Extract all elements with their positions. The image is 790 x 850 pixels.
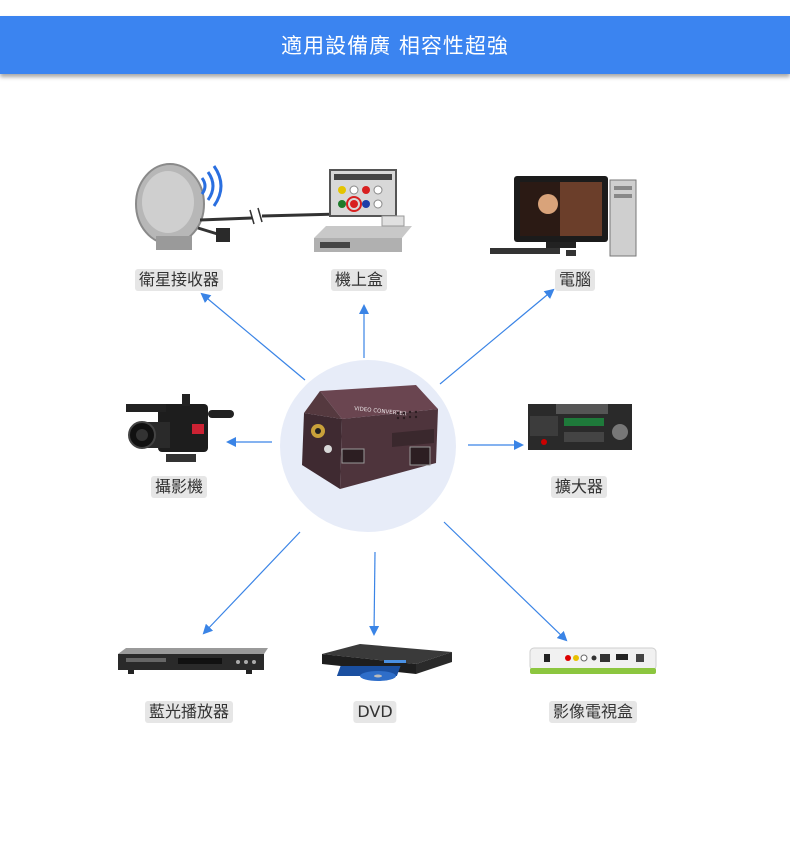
- converter-print: VIDEO CONVERTER: [354, 406, 407, 418]
- bluray-player-icon: [118, 648, 268, 674]
- tv-box-icon: [529, 647, 657, 674]
- camcorder-icon: [126, 394, 234, 462]
- label-bluray: 藍光播放器: [144, 701, 234, 723]
- amplifier-icon: [528, 404, 632, 450]
- label-dvd: DVD: [353, 701, 397, 723]
- video-converter-icon: VIDEO CONVERTER: [302, 385, 438, 489]
- banner-title: 適用設備廣 相容性超強: [281, 34, 509, 58]
- arrow-to-dvd: [369, 551, 380, 636]
- arrow-to-bluray: [202, 531, 301, 635]
- label-amplifier: 擴大器: [550, 476, 608, 498]
- label-computer: 電腦: [554, 269, 596, 291]
- arrow-to-tvbox: [443, 521, 568, 642]
- label-satellite: 衛星接收器: [134, 269, 224, 291]
- arrow-to-satellite: [200, 292, 306, 381]
- label-settop: 機上盒: [330, 269, 388, 291]
- satellite-dish-icon: [135, 163, 230, 250]
- label-camcorder: 攝影機: [150, 476, 208, 498]
- label-tvbox: 影像電視盒: [548, 701, 638, 723]
- arrow-to-computer: [439, 288, 555, 385]
- cable-icon: [200, 207, 340, 225]
- desktop-computer-icon: [490, 176, 637, 257]
- dvd-player-icon: [322, 644, 452, 681]
- header-banner: 適用設備廣 相容性超強: [0, 16, 790, 74]
- set-top-box-icon: [314, 169, 412, 252]
